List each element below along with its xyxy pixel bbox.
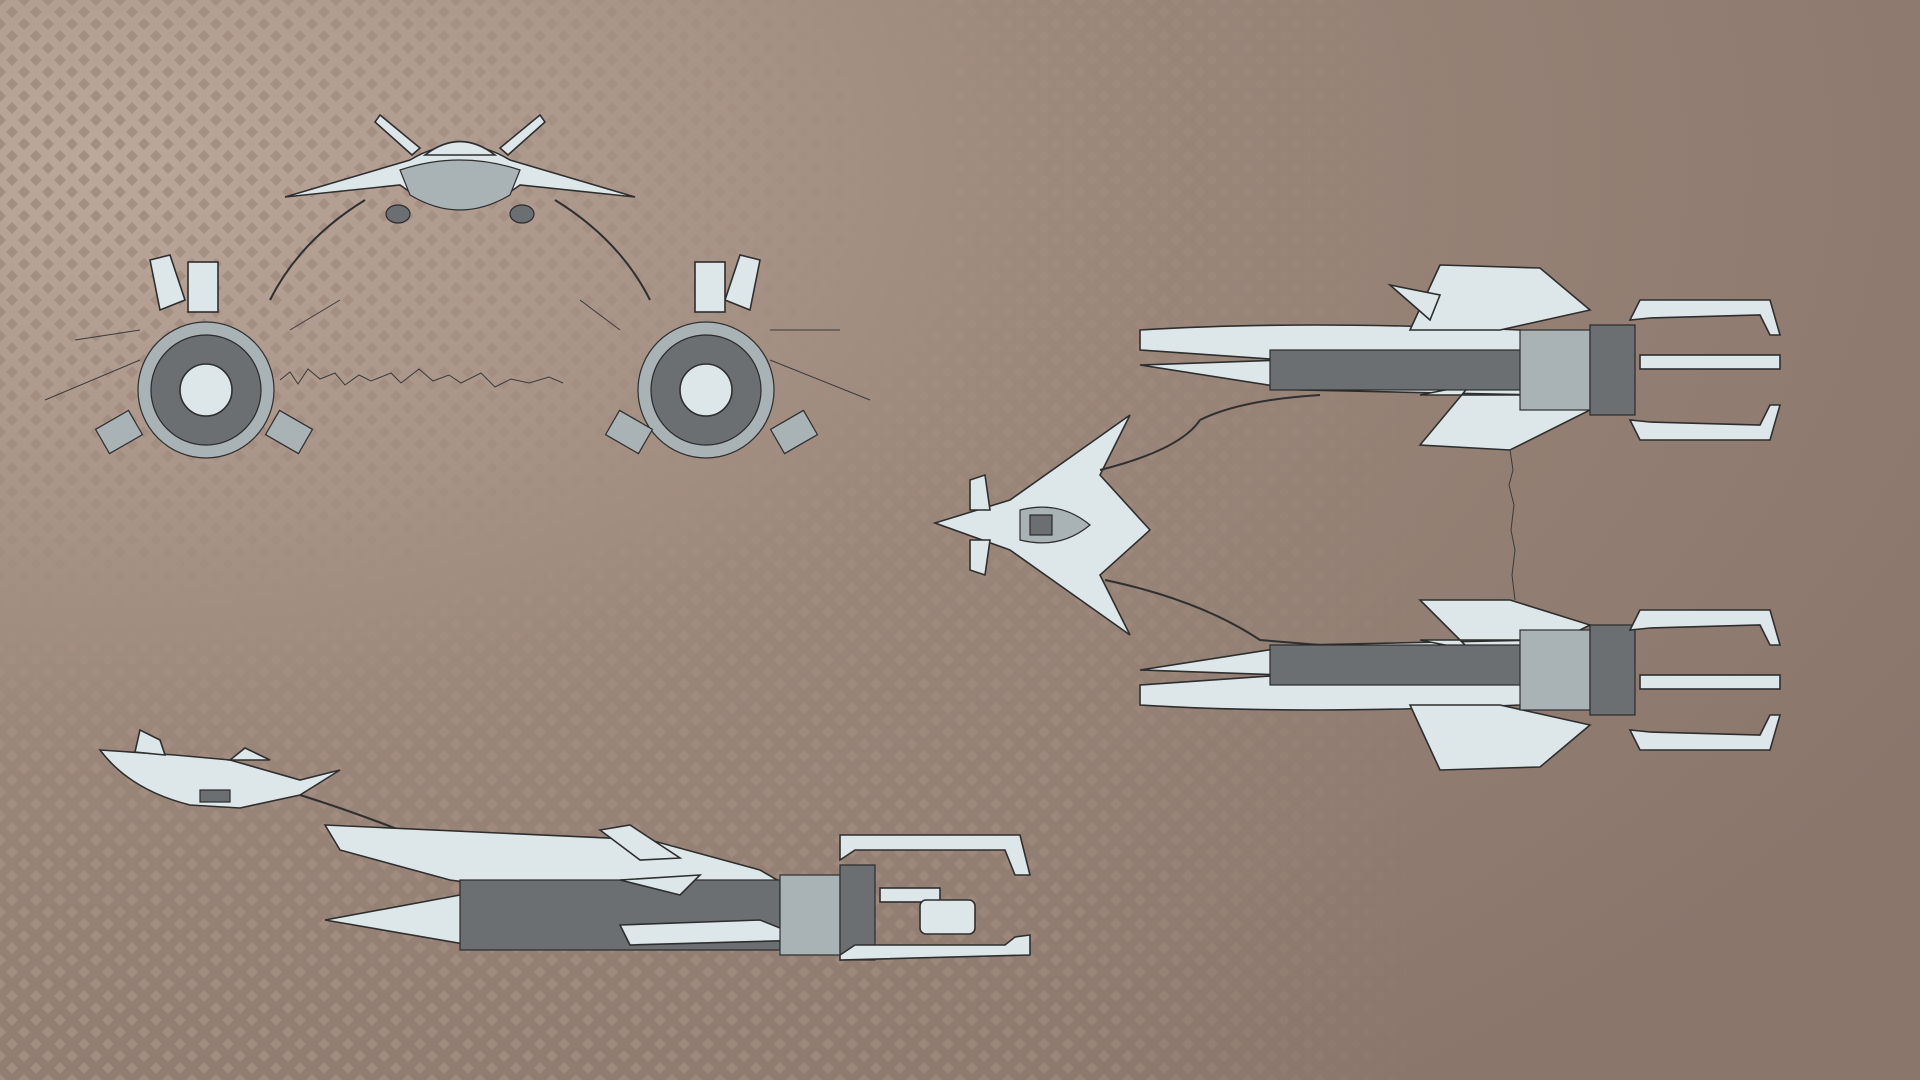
side-cockpit	[98, 728, 341, 809]
front-engine-left	[44, 254, 341, 459]
front-cable-left	[269, 199, 366, 301]
side-view	[98, 728, 1032, 961]
top-cockpit	[932, 414, 1152, 636]
front-view	[44, 113, 871, 459]
front-engine-right	[579, 254, 871, 459]
top-cable-lower	[1104, 579, 1321, 646]
top-view	[932, 264, 1782, 771]
top-engine-upper	[1139, 264, 1782, 451]
front-cable-right	[554, 199, 651, 301]
side-engine	[323, 824, 1032, 961]
energy-binder-front	[279, 368, 564, 388]
top-cable-upper	[1099, 394, 1321, 471]
front-cockpit	[284, 113, 636, 224]
top-engine-lower	[1139, 599, 1782, 771]
energy-binder-top	[1508, 449, 1516, 601]
